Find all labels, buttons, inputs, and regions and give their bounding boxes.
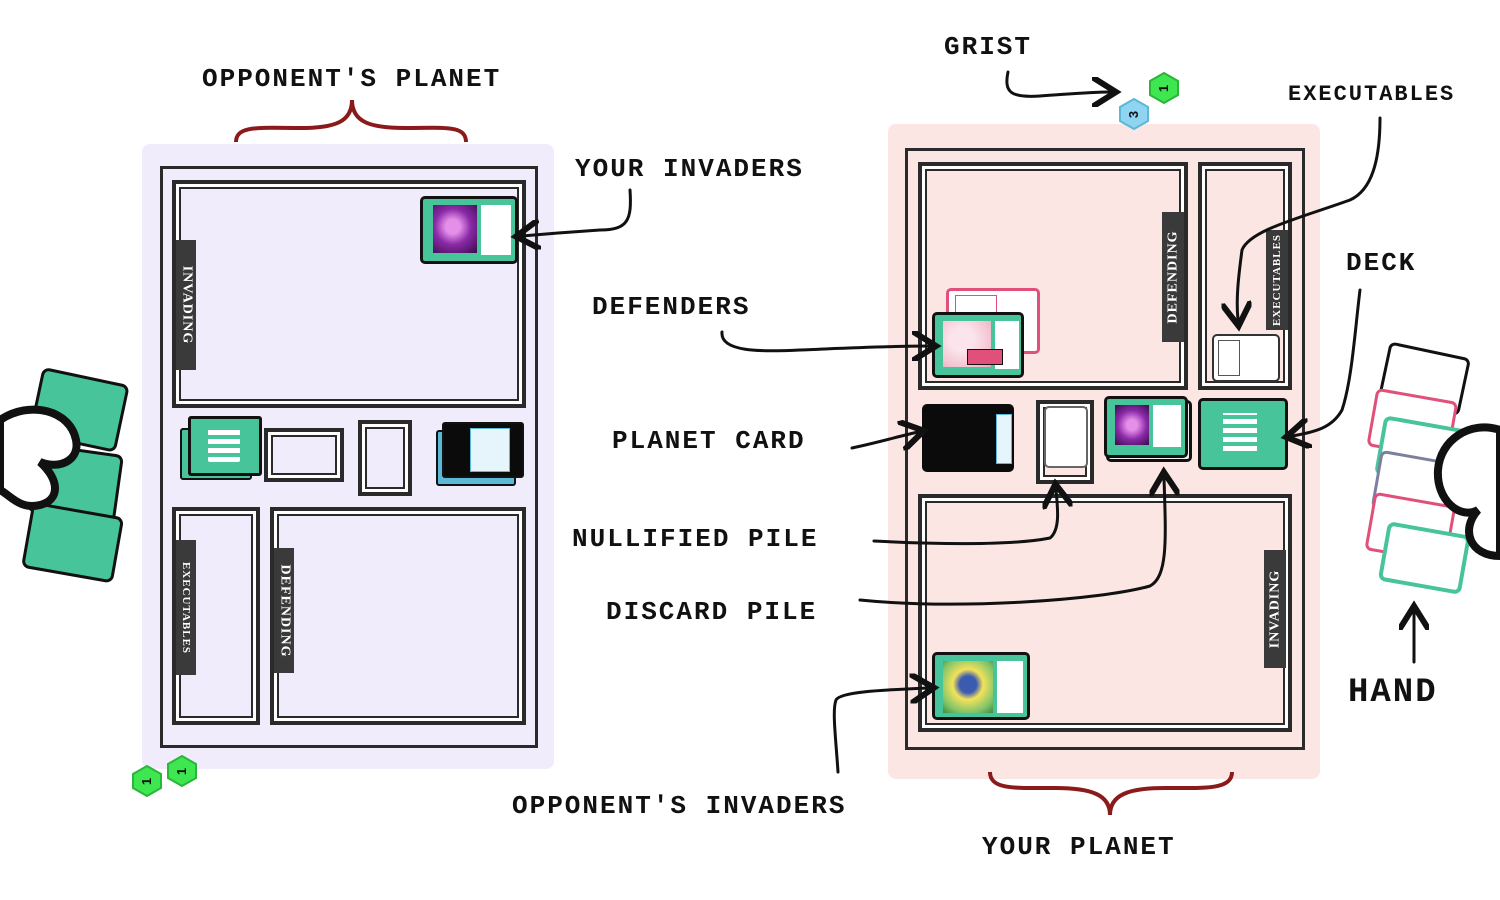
opponent-invading-tab: INVADING [176,240,196,370]
your-invader-card-text [481,205,511,255]
opponent-discard-slot[interactable] [358,420,412,496]
your-invading-tab: INVADING [1264,550,1286,668]
executable-card-inner [1218,340,1240,376]
arrow-icon [522,188,632,236]
opponent-invading-zone[interactable] [172,180,526,408]
your-defending-zone[interactable] [918,162,1188,390]
your-executables-tab: EXECUTABLES [1266,230,1288,330]
opponents-invaders-label: OPPONENT'S INVADERS [512,791,847,821]
opponent-hand-icon [0,368,129,583]
opponents-planet-label: OPPONENT'S PLANET [202,64,502,94]
hand-label: HAND [1348,674,1438,712]
grist-label: GRIST [944,32,1033,62]
grist-token-icon: 1 [1148,72,1180,104]
opponent-nullified-slot[interactable] [264,428,344,482]
deck-label: DECK [1346,248,1417,278]
opponent-invader-card[interactable] [932,652,1030,720]
opponent-planet-card-panel [470,428,510,472]
arrow-icon [872,490,1058,546]
arrow-icon [720,330,930,351]
defender-card[interactable] [932,312,1024,378]
arrow-icon [832,688,928,774]
discard-pile-art [1115,405,1149,445]
arrow-icon [850,432,918,448]
opponent-executables-tab: EXECUTABLES [176,540,196,675]
planet-card[interactable] [922,404,1014,472]
defenders-label: DEFENDERS [592,292,751,322]
opponent-invader-card-text [997,661,1023,713]
arrow-icon [1005,70,1110,96]
opponent-defending-zone[interactable] [270,507,526,725]
your-defending-tab: DEFENDING [1162,212,1184,342]
your-deck-logo [1223,413,1257,451]
defender-card-stats [967,349,1003,365]
executables-label: EXECUTABLES [1288,82,1456,107]
opponent-executables-zone[interactable] [172,507,260,725]
your-planet-label: YOUR PLANET [982,832,1176,862]
brace-icon [234,99,468,143]
opponent-deck-logo [208,428,240,462]
your-executables-zone[interactable] [1198,162,1292,390]
discard-pile[interactable] [1104,396,1188,458]
nullified-pile-label: NULLIFIED PILE [572,524,819,554]
your-invader-card-art [433,205,477,253]
executable-card[interactable] [1212,334,1280,382]
your-invader-card[interactable] [420,196,518,264]
brace-icon [988,771,1234,816]
your-invading-zone[interactable] [918,494,1292,732]
opponent-planet-frame [160,166,538,748]
discard-pile-text [1153,405,1181,447]
grist-token-icon: 1 [166,755,198,787]
opponent-invader-card-art [943,661,993,713]
nullified-pile-card[interactable] [1044,406,1088,468]
opponent-deck[interactable] [188,416,262,476]
arrow-icon [858,478,1165,606]
your-invaders-label: YOUR INVADERS [575,154,804,184]
your-deck[interactable] [1198,398,1288,470]
grist-token-icon: 1 [131,765,163,797]
discard-pile-label: DISCARD PILE [606,597,818,627]
planet-card-panel [996,414,1012,464]
planet-card-label: PLANET CARD [612,426,806,456]
your-hand-icon [1365,342,1500,594]
arrow-icon [1237,116,1382,320]
opponent-defending-tab: DEFENDING [274,548,294,673]
arrow-icon [1292,288,1362,436]
